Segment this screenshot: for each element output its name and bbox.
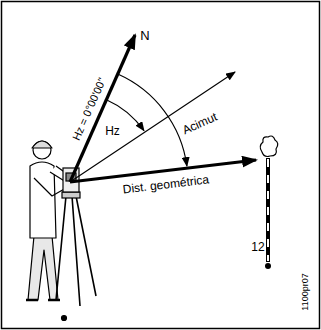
- total-station: [56, 168, 96, 321]
- figure-number: 12: [250, 241, 265, 254]
- zero-direction-label: Hz = 0°00'00": [69, 75, 108, 143]
- azimuth-arc: [118, 74, 187, 166]
- azimuth-label: Acimut: [179, 110, 220, 138]
- north-label: N: [139, 29, 150, 43]
- hz-angle-label: Hz: [104, 125, 121, 138]
- image-code: 1100pr07: [301, 272, 311, 311]
- distance-label: Dist. geométrica: [121, 173, 211, 197]
